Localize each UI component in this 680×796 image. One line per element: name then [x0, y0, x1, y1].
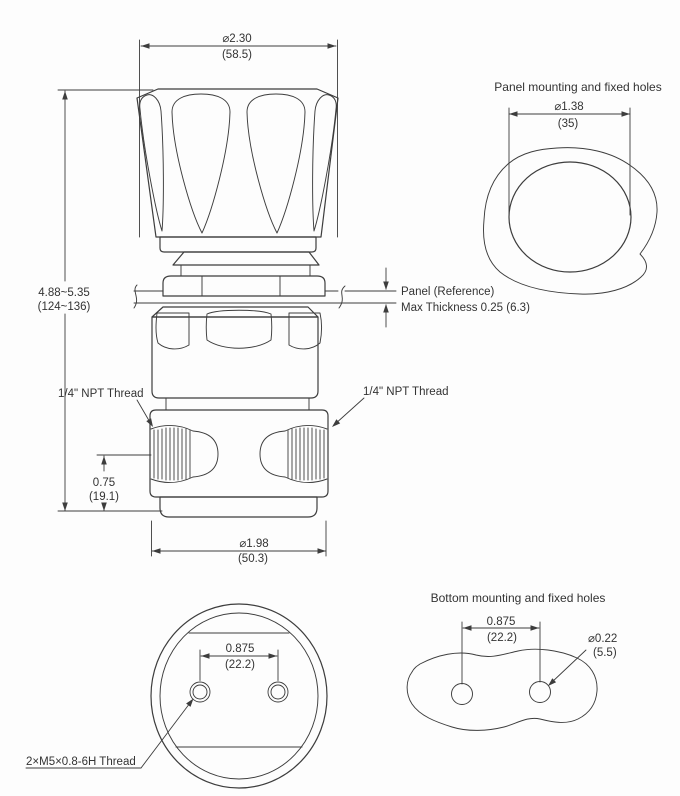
dim-knob-diameter-inch: ⌀2.30: [222, 33, 251, 45]
dim-panel-hole-mm: (35): [558, 118, 579, 130]
dim-mount-hole-mm: (5.5): [593, 647, 617, 659]
bottom-mount-blob: [406, 648, 598, 731]
knob-groove: [312, 94, 337, 232]
panel-reference-note: Panel (Reference): [401, 286, 494, 298]
svg-text:1/4" NPT Thread: 1/4" NPT Thread: [363, 386, 448, 398]
dim-bottom-spacing-mm: (22.2): [225, 659, 255, 671]
bottom-thread-hole-left: [189, 681, 211, 703]
panel-nut: [162, 275, 326, 297]
bottom-thread-hole-right: [267, 681, 289, 703]
dim-port-height: 0.75 (19.1): [89, 454, 152, 512]
dim-port-height-mm: (19.1): [89, 491, 119, 503]
label-m5-thread: 2×M5×0.8-6H Thread: [25, 698, 194, 769]
mount-hole-right: [529, 681, 551, 703]
panel-outline-blob: [483, 147, 658, 295]
panel-break-symbol: [133, 284, 138, 309]
panel-thickness-note: Max Thickness 0.25 (6.3): [401, 302, 530, 314]
bottom-mount-title: Bottom mounting and fixed holes: [431, 591, 606, 605]
dim-panel-hole-diameter: ⌀1.38 (35): [508, 101, 631, 216]
dim-bottom-spacing-inch: 0.875: [226, 643, 255, 655]
front-view: ⌀2.30 (58.5) 4.88~5.35 (124~136) 0.75 (1…: [38, 33, 530, 565]
right-port-threads: [259, 425, 328, 483]
dim-bottom-hole-spacing: 0.875 (22.2): [199, 643, 279, 681]
label-npt-left: 1/4" NPT Thread: [58, 388, 153, 427]
knob-groove: [246, 93, 306, 234]
bottom-flange: [159, 496, 318, 518]
bonnet-hex-facet: [205, 309, 273, 349]
panel-hole-circle: [508, 161, 632, 273]
dim-body-diameter-mm: (50.3): [238, 553, 268, 565]
dim-panel-hole-inch: ⌀1.38: [554, 101, 583, 113]
panel-break-symbol: [338, 285, 346, 309]
bonnet-hex-facet: [288, 312, 322, 350]
knob-groove: [171, 93, 231, 234]
knob-collar: [172, 251, 320, 266]
bottom-flat-chords: [175, 632, 303, 748]
bottom-inner-circle: [159, 612, 319, 780]
left-port-threads: [150, 425, 219, 483]
mount-hole-left: [451, 683, 473, 705]
dim-overall-height: 4.88~5.35 (124~136): [38, 89, 163, 512]
dim-port-height-inch: 0.75: [93, 477, 115, 489]
knob-base-rim: [159, 236, 317, 253]
dim-knob-diameter-mm: (58.5): [222, 49, 252, 61]
bottom-view: 0.875 (22.2) 2×M5×0.8-6H Thread: [25, 603, 328, 789]
mounting-panel: [133, 284, 397, 309]
svg-text:2×M5×0.8-6H Thread: 2×M5×0.8-6H Thread: [26, 756, 136, 768]
bonnet: [151, 306, 322, 411]
dim-mount-spacing-mm: (22.2): [487, 632, 517, 644]
dim-mount-hole-inch: ⌀0.22: [588, 633, 617, 645]
knob: [136, 88, 339, 277]
dim-mount-spacing-inch: 0.875: [487, 616, 516, 628]
valve-body: [149, 409, 329, 518]
dim-body-diameter-inch: ⌀1.98: [239, 538, 268, 550]
dim-overall-height-inch: 4.88~5.35: [38, 287, 89, 299]
bonnet-hex-facet: [155, 312, 190, 350]
knob-groove: [139, 94, 164, 232]
panel-mount-view: Panel mounting and fixed holes ⌀1.38 (35…: [483, 80, 662, 295]
svg-text:1/4" NPT Thread: 1/4" NPT Thread: [58, 388, 143, 400]
dim-overall-height-mm: (124~136): [38, 301, 91, 313]
dim-mount-hole-spacing: 0.875 (22.2): [461, 616, 541, 685]
dim-mount-hole-diameter: ⌀0.22 (5.5): [548, 633, 617, 686]
bottom-outer-circle: [150, 603, 328, 789]
bottom-mount-view: Bottom mounting and fixed holes 0.875 (2…: [406, 591, 617, 731]
label-npt-right: 1/4" NPT Thread: [332, 386, 448, 427]
panel-mount-title: Panel mounting and fixed holes: [494, 80, 661, 94]
dim-body-diameter: ⌀1.98 (50.3): [151, 520, 327, 565]
dim-knob-diameter: ⌀2.30 (58.5): [139, 33, 338, 238]
dim-panel-thickness: Panel (Reference) Max Thickness 0.25 (6.…: [383, 267, 530, 328]
